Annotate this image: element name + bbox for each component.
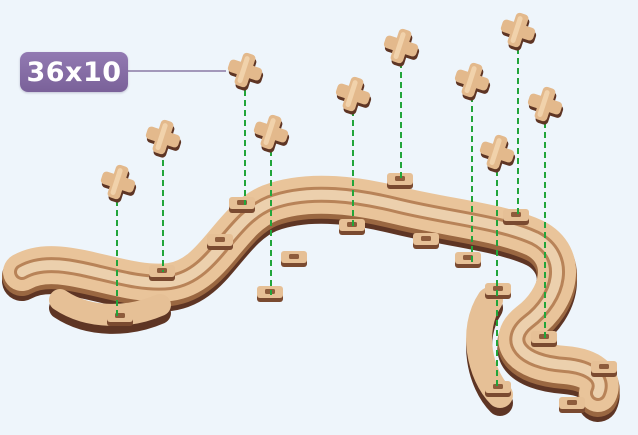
quantity-badge: 36x10 (20, 52, 128, 92)
cross-connector-icon (496, 9, 542, 55)
cross-connector-icon (523, 83, 569, 129)
cross-connector-icon (475, 131, 521, 177)
socket (413, 233, 439, 249)
socket (559, 397, 585, 413)
cross-connector-icon (331, 73, 377, 119)
cross-connector-icon (141, 116, 187, 162)
socket (107, 310, 133, 326)
cross-connector-icon (96, 161, 142, 207)
socket (229, 197, 255, 213)
socket (503, 209, 529, 225)
socket (455, 252, 481, 268)
socket (591, 361, 617, 377)
cross-connector-icon (379, 25, 425, 71)
cross-connector-icon (450, 59, 496, 105)
cross-connector-icon (249, 111, 295, 157)
wooden-track (22, 195, 600, 403)
cross-connector-icon (223, 49, 269, 95)
socket (207, 234, 233, 250)
socket (281, 251, 307, 267)
socket (149, 265, 175, 281)
quantity-badge-label: 36x10 (26, 57, 121, 88)
